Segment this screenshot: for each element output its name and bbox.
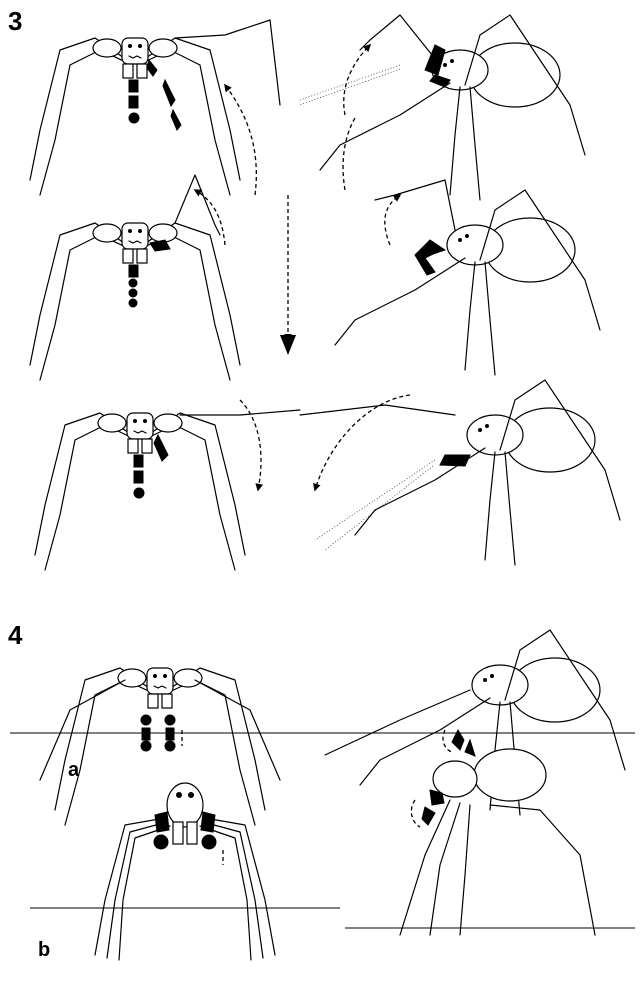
panel3-row3-right-motion-arrow xyxy=(315,395,410,490)
panel3-central-arrowhead xyxy=(280,335,296,355)
panel3-row3-side-spider xyxy=(300,380,620,565)
panel3-row2-right-motion-arrow xyxy=(385,195,400,245)
panel-label-4: 4 xyxy=(8,622,22,648)
panel3-row1-front-spider xyxy=(30,20,280,195)
panel3-row1-lower-right-arrow xyxy=(343,118,355,190)
sublabel-b: b xyxy=(38,940,50,960)
panel3-row2-side-spider xyxy=(335,180,600,375)
panel3-row1-left-motion-arrow xyxy=(225,85,256,195)
panel-label-3: 3 xyxy=(8,8,22,34)
panel4b-side-spider xyxy=(400,749,595,935)
panel3-row3-front-spider xyxy=(35,410,300,570)
sublabel-a: a xyxy=(68,760,79,780)
panel3-row2-front-spider xyxy=(30,175,240,380)
panel4b-front-spider xyxy=(95,783,275,960)
panel4a-front-spider xyxy=(40,668,280,825)
